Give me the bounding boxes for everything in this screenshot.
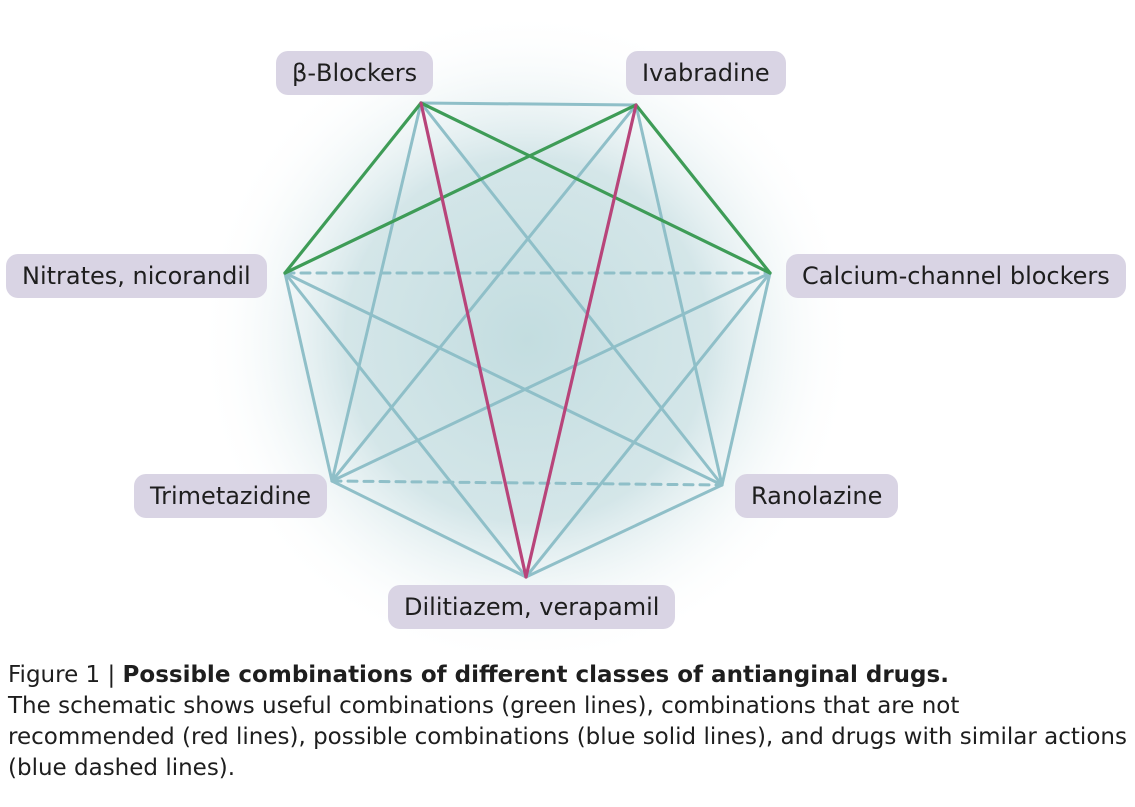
edge-bb-dv-not-recommended (419, 101, 528, 579)
background-glow (197, 20, 857, 650)
caption-heading: Figure 1 | Possible combinations of diff… (8, 662, 949, 688)
node-ivabradine: Ivabradine (626, 51, 786, 95)
edge-iv-cc-useful (634, 103, 772, 275)
edge-cc-dv-possible (524, 271, 772, 579)
node-nitrates-nicorandil: Nitrates, nicorandil (6, 254, 267, 298)
edge-bb-iv-possible (419, 101, 638, 107)
edge-rn-dv-possible (524, 483, 724, 579)
node-trimetazidine: Trimetazidine (134, 474, 328, 518)
caption-title: Possible combinations of different class… (122, 662, 949, 688)
edge-cc-rn-possible (720, 271, 772, 487)
edge-bb-rn-possible (419, 101, 724, 487)
node-calcium-channel-blockers: Calcium-channel blockers (786, 254, 1126, 298)
edge-ni-rn-possible (283, 271, 724, 487)
edge-iv-dv-not-recommended (524, 103, 638, 579)
caption-body: The schematic shows useful combinations … (8, 693, 1127, 781)
edge-cc-tm-possible (330, 271, 772, 483)
edge-ni-dv-possible (283, 271, 528, 579)
caption-figure-number: Figure 1 (8, 662, 101, 688)
edge-bb-tm-possible (330, 101, 423, 483)
node-ranolazine: Ranolazine (735, 474, 899, 518)
edge-tm-rn-similar (330, 479, 724, 487)
edge-tm-dv-possible (330, 479, 528, 579)
edge-iv-tm-possible (330, 103, 638, 483)
drug-combination-diagram (197, 20, 857, 650)
edge-iv-ni-useful (283, 103, 638, 275)
figure-caption: Figure 1 | Possible combinations of diff… (8, 660, 1128, 784)
edge-bb-cc-useful (419, 101, 772, 275)
node-diltiazem-verapamil: Dilitiazem, verapamil (388, 585, 676, 629)
edge-iv-rn-possible (634, 103, 724, 487)
edge-bb-ni-useful (283, 101, 423, 275)
edge-ni-tm-possible (283, 271, 334, 483)
node-beta-blockers: β-Blockers (276, 51, 434, 95)
